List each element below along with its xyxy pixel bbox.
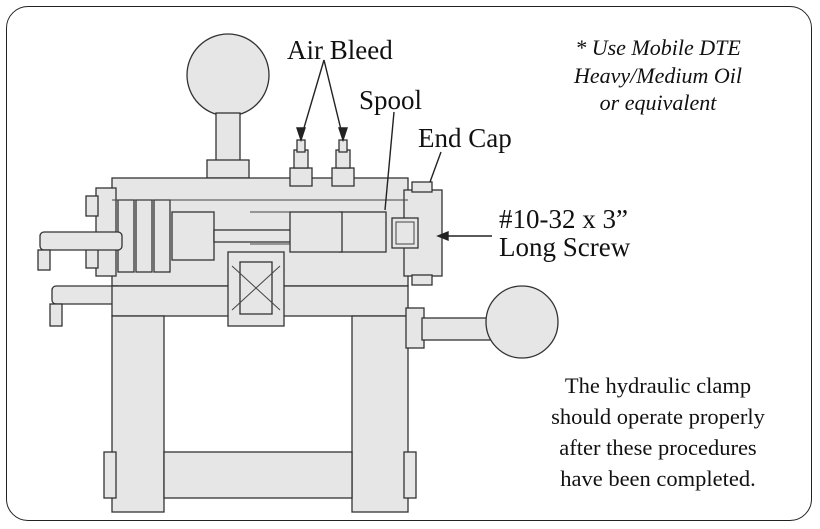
screw-label: #10-32 x 3” Long Screw (499, 205, 630, 262)
screw-line-2: Long Screw (499, 232, 631, 263)
diagram-frame (6, 6, 812, 521)
spool (339, 211, 387, 253)
oil-note: * Use Mobile DTE Heavy/Medium Oil or equ… (528, 34, 788, 117)
closing-line-4: have been completed. (560, 466, 756, 492)
oil-note-line-2: Heavy/Medium Oil (574, 62, 742, 88)
closing-note: The hydraulic clamp should operate prope… (508, 370, 808, 494)
spool-text: Spool (359, 85, 423, 115)
end-cap-label: End Cap (418, 123, 512, 153)
end-cap-text: End Cap (418, 123, 512, 153)
screw-line-1: #10-32 x 3” (499, 204, 628, 234)
oil-note-line-3: or equivalent (599, 90, 717, 115)
air-bleed-fitting-1 (289, 167, 313, 187)
air-bleed-text: Air Bleed (287, 35, 393, 65)
closing-line-2: should operate properly (551, 404, 765, 430)
air-bleed-label: Air Bleed (287, 35, 393, 65)
air-bleed-fitting-2 (331, 167, 355, 187)
closing-line-1: The hydraulic clamp (564, 373, 752, 398)
top-ball-knob (186, 33, 270, 117)
closing-line-3: after these procedures (559, 435, 757, 461)
left-leg (111, 315, 165, 513)
top-handle-shaft (215, 112, 241, 166)
right-leg (351, 315, 409, 513)
oil-note-line-1: * Use Mobile DTE (575, 35, 741, 60)
spool-label: Spool (359, 85, 423, 115)
right-ball-knob (485, 285, 559, 359)
